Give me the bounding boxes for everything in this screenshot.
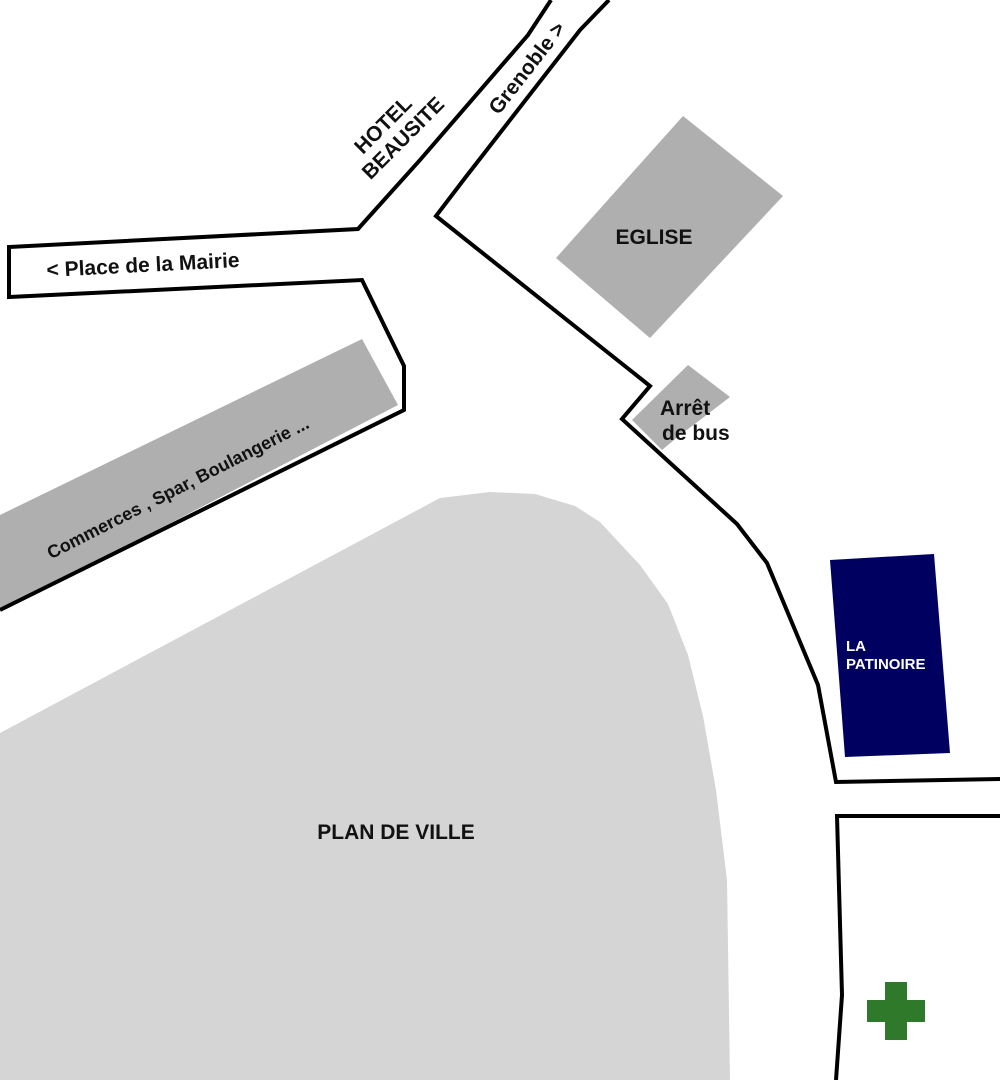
road-edge-hotel-west <box>0 0 553 612</box>
bus-stop-label-line2: de bus <box>662 422 730 445</box>
road-edge-grenoble-east <box>433 0 1000 785</box>
commerces-building[interactable] <box>0 339 398 608</box>
plan-de-ville-area[interactable] <box>0 492 730 1080</box>
patinoire-label-line2: PATINOIRE <box>846 656 925 673</box>
eglise-label: EGLISE <box>615 226 692 249</box>
plan-de-ville-label: PLAN DE VILLE <box>317 821 475 844</box>
road-edge-south <box>834 814 1000 1080</box>
bus-stop-label-line1: Arrêt <box>660 397 710 420</box>
patinoire-building[interactable] <box>830 554 950 757</box>
street-label-place-mairie: < Place de la Mairie <box>46 249 240 282</box>
pharmacy-cross-icon[interactable] <box>867 982 925 1040</box>
bus-stop-shelter[interactable] <box>632 365 730 450</box>
patinoire-label-line1: LA <box>846 638 866 655</box>
eglise-building[interactable] <box>556 116 783 338</box>
